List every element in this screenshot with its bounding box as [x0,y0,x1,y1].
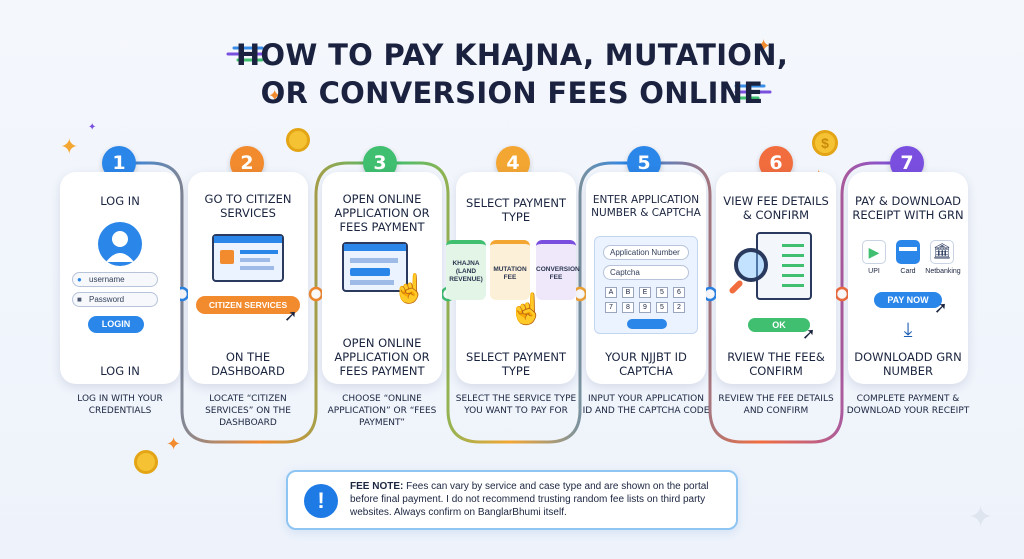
step-3-bottom: OPEN ONLINE APPLICATION OR FEES PAYMENT [334,336,430,378]
option-conversion-fee[interactable]: CONVERSION FEE [536,240,580,300]
citizen-services-button[interactable]: CITIZEN SERVICES [196,296,300,314]
step-1-card: LOG IN ●username ■Password LOGIN LOG IN [60,172,180,384]
hand-pointer-icon: ☝ [508,293,546,326]
lock-icon: ■ [77,295,82,304]
step-6-bottom: RVIEW THE FEE& CONFIRM [727,350,825,378]
sparkle-icon: ✦ [968,501,994,534]
step-2-title: GO TO CITIZEN SERVICES [204,192,292,220]
captcha-char: A [605,287,617,298]
application-number-input[interactable]: Application Number [603,245,689,260]
page-title: HOW TO PAY KHAJNA, MUTATION, OR CONVERSI… [0,36,1024,112]
magnifier-handle [728,279,744,295]
magnifier-icon [734,248,768,282]
login-button[interactable]: LOGIN [88,316,144,333]
sparkle-icon: ✦ [88,122,97,133]
form-panel: Application Number Captcha A B E 5 6 7 8… [594,236,698,334]
upi-icon[interactable]: ▶ [862,240,886,264]
hand-pointer-icon: ☝ [392,273,427,304]
step-3-title: OPEN ONLINE APPLICATION OR FEES PAYMENT [334,192,430,234]
speed-lines-icon [734,82,774,102]
cursor-icon: ➚ [802,326,816,343]
ok-button[interactable]: OK [748,318,810,332]
sparkle-icon: ✦ [268,88,282,105]
step-7-card: PAY & DOWNLOAD RECEIPT WITH GRN ▶ 🏛 UPI … [848,172,968,384]
bank-icon[interactable]: 🏛 [930,240,954,264]
title-line-1: HOW TO PAY KHAJNA, MUTATION, [235,38,789,72]
captcha-input[interactable]: Captcha [603,265,689,280]
step-6-card: VIEW FEE DETAILS & CONFIRM OK ➚ RVIEW TH… [716,172,836,384]
fee-note-text: FEE NOTE: Fees can vary by service and c… [350,480,726,519]
speed-lines-icon [226,44,266,64]
document-icon [756,232,812,300]
step-1-bottom: LOG IN [100,364,140,378]
captcha-char: 5 [656,287,668,298]
cursor-icon: ➚ [284,308,298,325]
step-7-description: COMPLETE PAYMENT & DOWNLOAD YOUR RECEIPT [846,394,970,416]
step-4-title: SELECT PAYMENT TYPE [466,196,566,224]
step-1-description: LOG IN WITH YOUR CREDENTIALS [77,394,163,416]
card-label: Card [900,268,916,275]
info-alert-icon: ! [304,484,338,518]
captcha-char: B [622,287,634,298]
cursor-icon: ➚ [934,300,948,317]
title-line-2: OR CONVERSION FEES ONLINE [260,76,764,110]
coin-icon [134,450,158,474]
user-icon: ● [77,275,82,284]
captcha-char: 2 [673,302,685,313]
captcha-char: 7 [605,302,617,313]
step-2-card: GO TO CITIZEN SERVICES CITIZEN SERVICES … [188,172,308,384]
fee-note-body: Fees can vary by service and case type a… [350,481,709,518]
captcha-char: E [639,287,651,298]
step-6-title: VIEW FEE DETAILS & CONFIRM [723,194,829,222]
card-icon[interactable] [896,240,920,264]
captcha-char: 5 [656,302,668,313]
step-5-bottom: YOUR NJJBT ID CAPTCHA [605,350,687,378]
captcha-char: 9 [639,302,651,313]
option-khajna[interactable]: KHAJNA (LAND REVENUE) [446,240,486,300]
sparkle-icon: ✦ [756,36,772,56]
step-3-card: OPEN ONLINE APPLICATION OR FEES PAYMENT … [322,172,442,384]
coin-icon: $ [812,130,838,156]
password-field[interactable]: ■Password [72,292,158,307]
step-5-title: ENTER APPLICATION NUMBER & CAPTCHA [591,194,701,219]
dashboard-window-icon [212,234,284,282]
step-1-title: LOG IN [100,194,140,208]
user-avatar-icon [98,222,142,266]
download-icon[interactable]: ⤓ [903,319,913,341]
step-7-bottom: DOWNLOADD GRN NUMBER [854,350,962,378]
fee-note-box: ! FEE NOTE: Fees can vary by service and… [286,470,738,530]
fee-note-label: FEE NOTE: [350,481,404,492]
pay-now-button[interactable]: PAY NOW [874,292,942,308]
username-field[interactable]: ●username [72,272,158,287]
captcha-char: 8 [622,302,634,313]
captcha-char: 6 [673,287,685,298]
sparkle-icon: ✦ [166,434,182,454]
sparkle-icon: ✦ [60,134,79,159]
step-5-card: ENTER APPLICATION NUMBER & CAPTCHA Appli… [586,172,706,384]
netbanking-label: Netbanking [925,268,961,275]
step-4-bottom: SELECT PAYMENT TYPE [466,350,566,378]
step-3-description: CHOOSE “ONLINE APPLICATION” OR “FEES PAY… [327,394,437,428]
step-4-description: SELECT THE SERVICE TYPE YOU WANT TO PAY … [455,394,577,416]
step-7-title: PAY & DOWNLOAD RECEIPT WITH GRN [852,194,964,222]
application-window-icon [342,242,408,292]
coin-icon [286,128,310,152]
step-2-description: LOCATE “CITIZEN SERVICES” ON THE DASHBOA… [205,394,291,428]
step-6-description: REVIEW THE FEE DETAILS AND CONFIRM [718,394,834,416]
step-5-description: INPUT YOUR APPLICATION ID AND THE CAPTCH… [582,394,710,416]
step-2-bottom: ON THE DASHBOARD [211,350,285,378]
option-mutation-fee[interactable]: MUTATION FEE [490,240,530,300]
submit-button[interactable] [627,319,667,329]
upi-label: UPI [868,268,880,275]
